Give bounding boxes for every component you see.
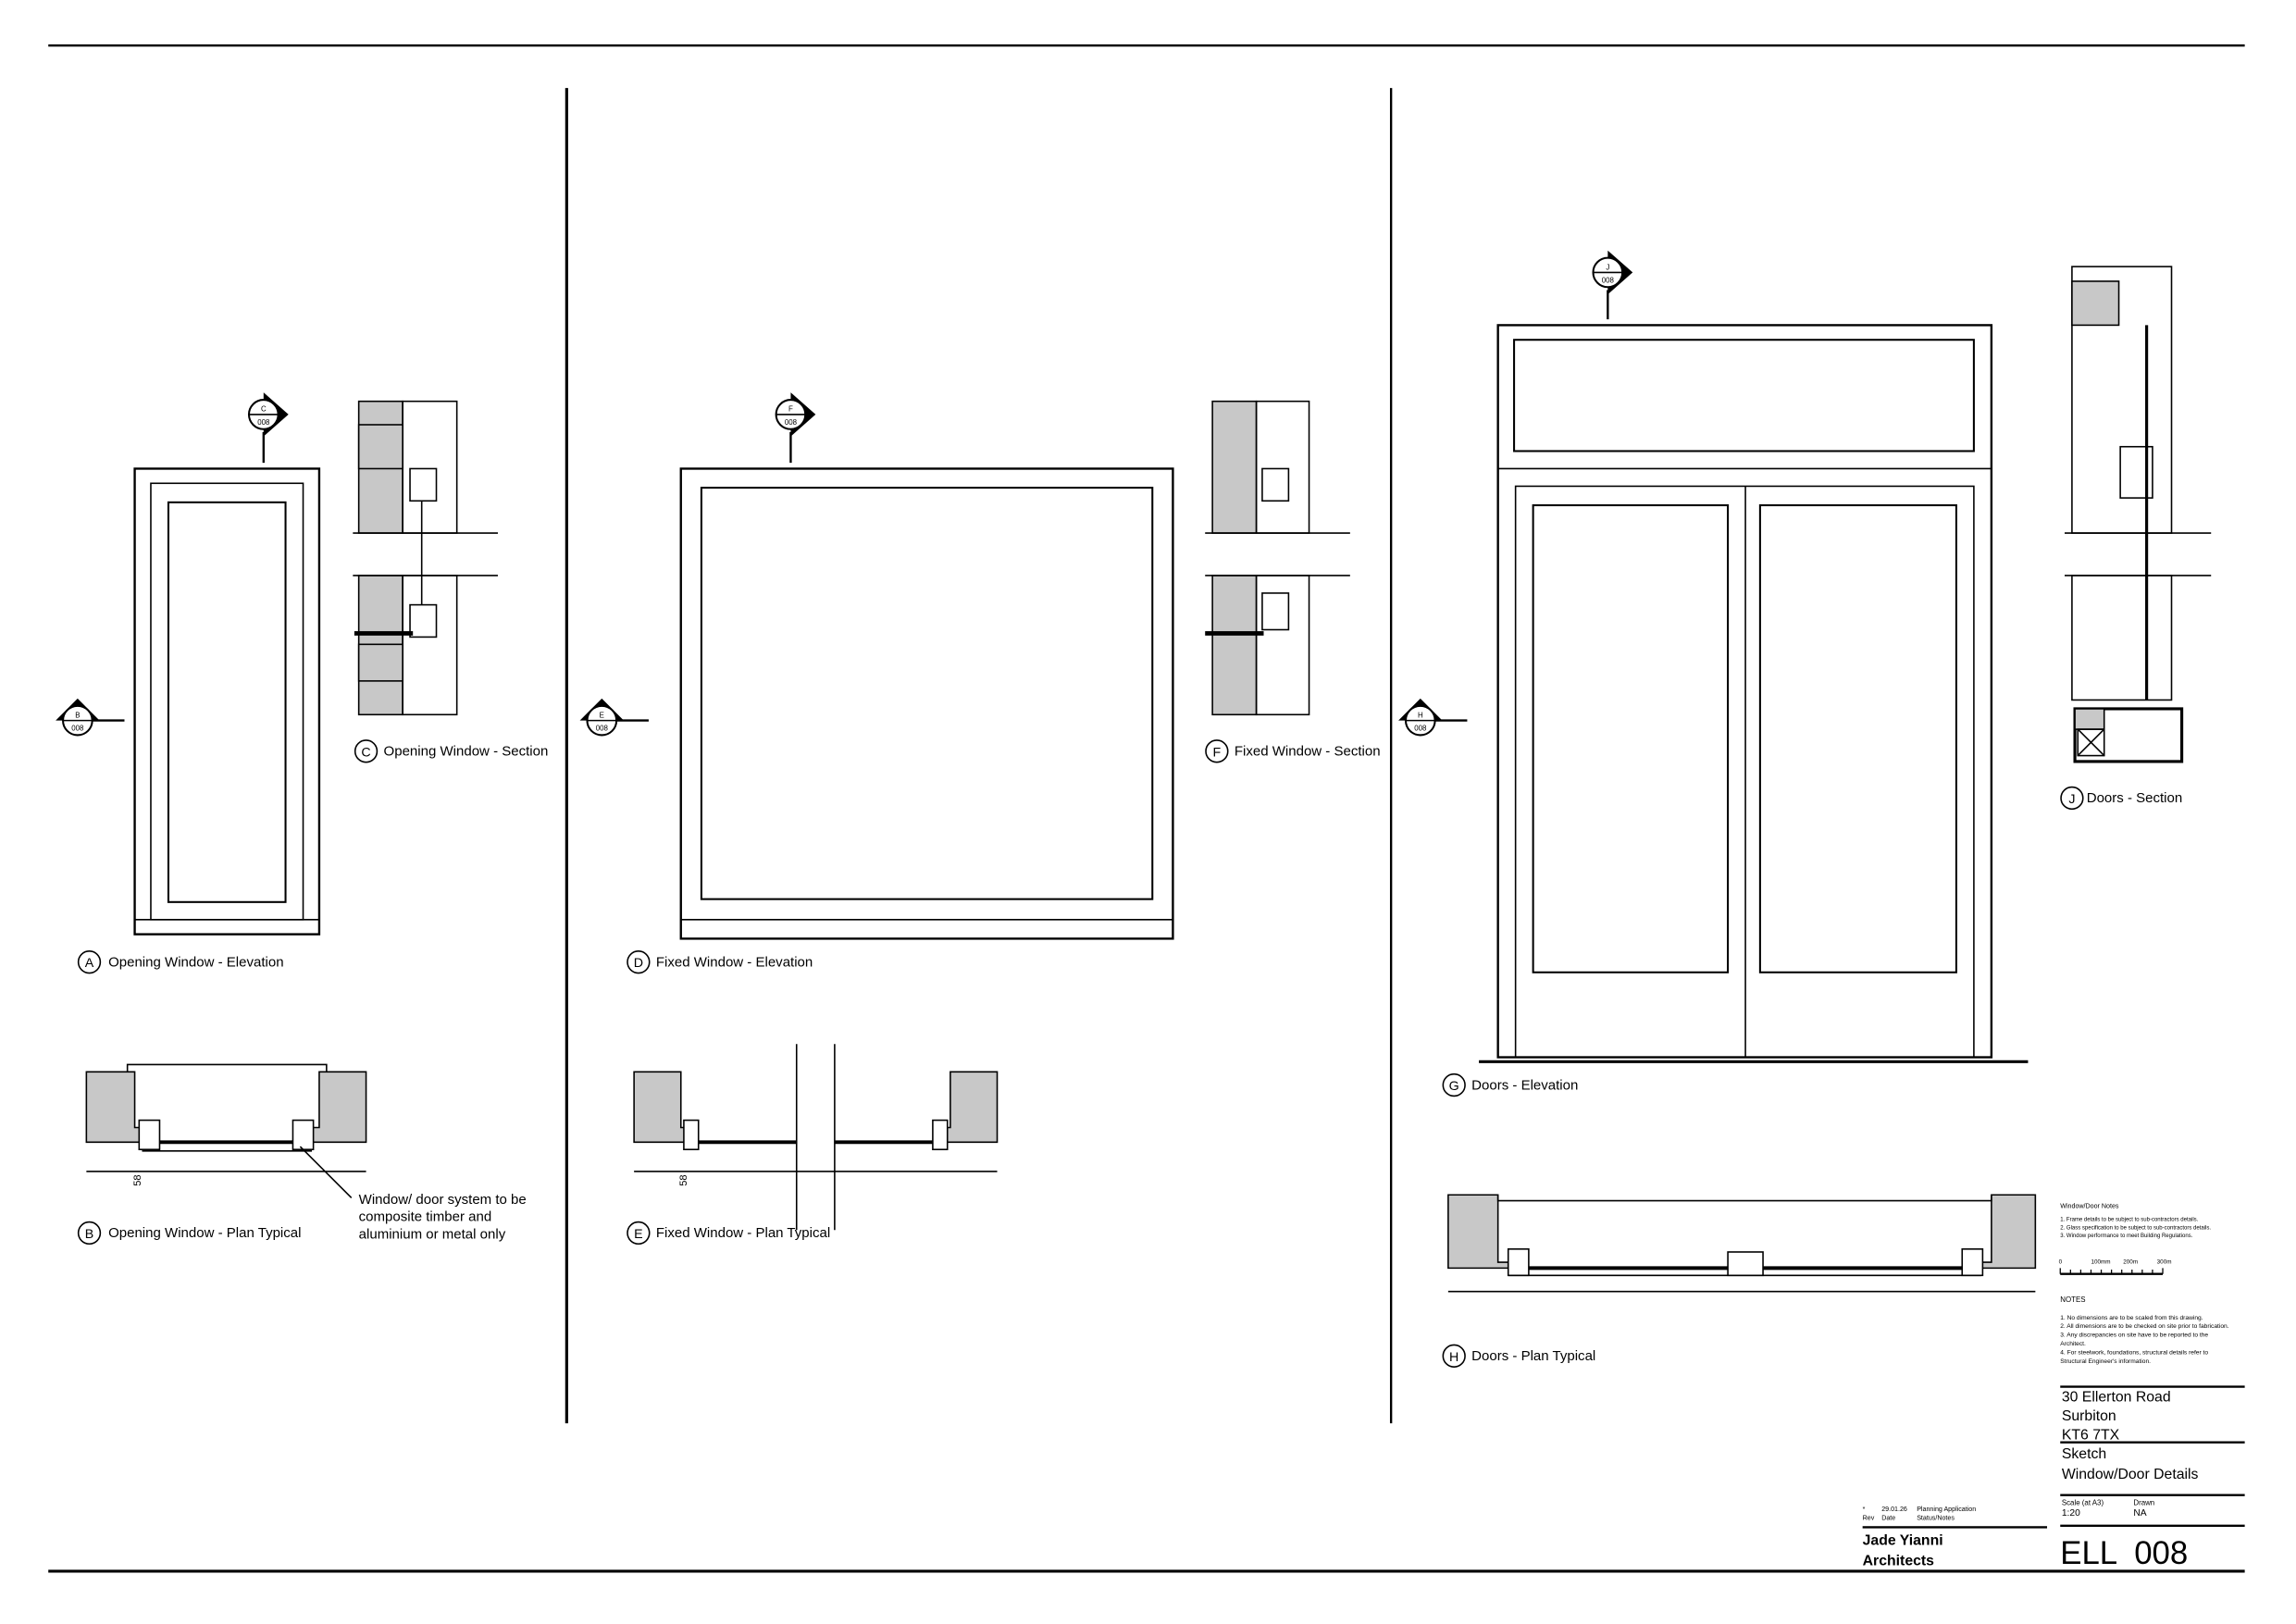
drawing-text: Structural Engineer's information.	[2060, 1358, 2151, 1365]
drawing-text: 29.01.26	[1881, 1506, 1907, 1513]
drawing-text: NOTES	[2060, 1295, 2085, 1304]
opening-window-plan: 58	[85, 1063, 367, 1198]
drawing-text: 58	[132, 1174, 143, 1185]
drawing-text: Drawn	[2133, 1499, 2154, 1507]
drawing-text: Planning Application	[1917, 1506, 1976, 1513]
drawing-text: F	[788, 405, 793, 414]
drawing-text: Doors - Elevation	[1471, 1077, 1578, 1093]
address-line-2: Surbiton	[2062, 1408, 2116, 1424]
scale-bar: 0 100mm 200m 300m	[2059, 1259, 2172, 1275]
drawing-text: aluminium or metal only	[359, 1227, 506, 1243]
drawing-text: 300m	[2157, 1259, 2172, 1266]
drawing-text: C	[361, 745, 370, 760]
drawing-text: Window/ door system to be	[359, 1192, 527, 1208]
drawing-text: F	[1213, 745, 1222, 760]
drawing-text: 200m	[2123, 1259, 2138, 1266]
drawing-text: 2. Glass specification to be subject to …	[2060, 1225, 2211, 1231]
drawing-text: 100mm	[2091, 1259, 2110, 1266]
drawing-text: 1. No dimensions are to be scaled from t…	[2060, 1315, 2203, 1321]
drawing-text: 3. Window performance to meet Building R…	[2060, 1233, 2192, 1239]
drawing-number: ELL 008	[2060, 1535, 2188, 1571]
opening-window-section	[353, 400, 498, 716]
drawing-text: 58	[678, 1174, 689, 1185]
label-e: E Fixed Window - Plan Typical	[627, 1221, 830, 1246]
drawing-text: 0	[2059, 1259, 2063, 1266]
address-line-1: 30 Ellerton Road	[2062, 1389, 2171, 1405]
drawing-text: Opening Window - Plan Typical	[108, 1225, 301, 1241]
doors-elevation	[1479, 324, 2029, 1063]
drawing-text: 008	[257, 418, 270, 427]
fixed-window-elevation	[679, 467, 1174, 940]
drawing-text: composite timber and	[359, 1209, 492, 1225]
section-marker-f: F 008	[775, 392, 816, 464]
label-d: D Fixed Window - Elevation	[627, 950, 813, 974]
annotation-note: Window/ door system to be composite timb…	[359, 1192, 527, 1243]
drawing-text: Opening Window - Section	[384, 744, 549, 760]
drawing-text: *	[1863, 1506, 1866, 1513]
section-marker-b: B 008	[56, 698, 125, 737]
drawing-text: E	[634, 1227, 643, 1242]
title-block: 30 Ellerton Road Surbiton KT6 7TX Sketch…	[1863, 1385, 2245, 1571]
doors-plan	[1447, 1194, 2037, 1293]
practice-name: Jade Yianni	[1863, 1532, 1943, 1548]
label-h: H Doors - Plan Typical	[1442, 1344, 1595, 1368]
drawing-text: H	[1449, 1350, 1458, 1365]
drawing-text: 3. Any discrepancies on site have to be …	[2060, 1333, 2208, 1339]
drawing-text: D	[634, 956, 643, 971]
drawing-text: Fixed Window - Elevation	[656, 954, 813, 970]
drawing-text: 008	[1414, 725, 1427, 733]
drawing-text: H	[1418, 711, 1423, 719]
drawing-text: NA	[2133, 1508, 2146, 1519]
label-g: G Doors - Elevation	[1442, 1072, 1578, 1097]
label-a: A Opening Window - Elevation	[77, 950, 284, 974]
drawing-status: Sketch	[2062, 1446, 2106, 1462]
drawing-text: 008	[71, 725, 84, 733]
address-line-3: KT6 7TX	[2062, 1428, 2120, 1444]
section-marker-c: C 008	[247, 392, 289, 464]
drawing-title: Window/Door Details	[2062, 1467, 2199, 1482]
opening-window-elevation	[133, 467, 321, 936]
drawing-text: 4. For steelwork, foundations, structura…	[2060, 1350, 2208, 1357]
drawing-text: Status/Notes	[1917, 1515, 1955, 1522]
general-notes: NOTES 1. No dimensions are to be scaled …	[2060, 1295, 2228, 1365]
drawing-text: E	[600, 711, 604, 719]
drawing-text: Scale (at A3)	[2062, 1499, 2104, 1507]
drawing-text: Window/Door Notes	[2060, 1203, 2119, 1210]
drawing-text: Architect.	[2060, 1341, 2086, 1347]
faint-notes: Window/Door Notes 1. Frame details to be…	[2060, 1203, 2211, 1240]
drawing-text: Fixed Window - Plan Typical	[656, 1225, 830, 1241]
label-j: J Doors - Section	[2060, 786, 2182, 811]
label-f: F Fixed Window - Section	[1205, 739, 1381, 763]
drawing-text: Doors - Plan Typical	[1471, 1348, 1595, 1364]
drawing-text: 2. All dimensions are to be checked on s…	[2060, 1323, 2228, 1330]
drawing-text: B	[85, 1227, 94, 1242]
drawing-text: 008	[1602, 277, 1615, 285]
drawing-text: A	[85, 956, 94, 971]
drawing-text: J	[2068, 792, 2075, 807]
drawing-text: Opening Window - Elevation	[108, 954, 283, 970]
label-b: B Opening Window - Plan Typical	[77, 1221, 301, 1246]
doors-section	[2065, 266, 2212, 763]
section-marker-j: J 008	[1592, 250, 1633, 320]
practice-name-2: Architects	[1863, 1554, 1935, 1569]
drawing-text: J	[1606, 263, 1609, 271]
drawing-text: C	[261, 405, 267, 414]
drawing-text: Doors - Section	[2087, 790, 2182, 806]
drawing-text: 1. Frame details to be subject to sub-co…	[2060, 1218, 2198, 1223]
fixed-window-section	[1205, 400, 1350, 716]
drawing-text: Date	[1881, 1515, 1895, 1522]
label-c: C Opening Window - Section	[354, 739, 549, 763]
drawing-text: B	[75, 711, 80, 719]
drawing-text: G	[1449, 1079, 1459, 1094]
drawing-text: 008	[596, 725, 609, 733]
drawing-text: Rev	[1863, 1515, 1875, 1522]
drawing-text: 1:20	[2062, 1508, 2080, 1519]
fixed-window-plan: 58	[633, 1044, 999, 1231]
section-marker-h: H 008	[1398, 698, 1468, 737]
section-marker-e: E 008	[579, 698, 649, 737]
drawing-text: Fixed Window - Section	[1235, 744, 1381, 760]
drawing-text: 008	[785, 418, 798, 427]
